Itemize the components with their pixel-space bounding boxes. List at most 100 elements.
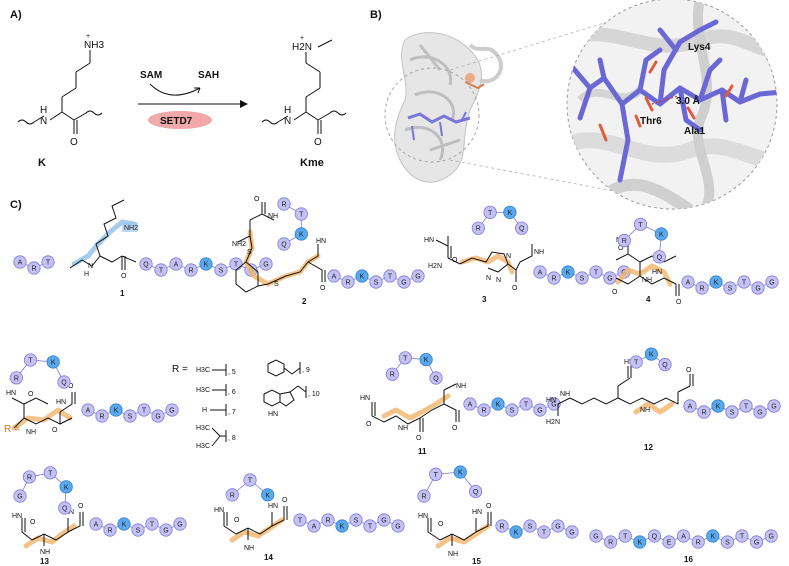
product-amine: H2N (292, 42, 312, 53)
residue-bead (633, 535, 647, 549)
residue-bead (277, 197, 291, 211)
residue-bead (697, 405, 711, 419)
residue-letter: K (508, 210, 513, 217)
residue-letter: T (403, 355, 408, 362)
r8-group-a: H3C (196, 425, 210, 432)
residue-letter: K (360, 274, 365, 281)
structure-view: 3.0 Å Lys4 Thr6 Ala1 (384, 0, 778, 210)
residue-letter: G (263, 262, 268, 269)
residue-letter: S (374, 280, 379, 287)
residue-letter: T (299, 212, 304, 219)
overview-sam (465, 73, 475, 83)
residue-bead (429, 467, 443, 481)
r9-benzyl: , 9 (267, 359, 310, 377)
residue-letter: G (551, 402, 556, 409)
residue-letter: K (299, 232, 304, 239)
residue-letter: S (219, 268, 224, 275)
residue-letter: S (528, 524, 533, 531)
residue-letter: T (248, 478, 253, 485)
residue-bead (397, 275, 411, 289)
residue-bead (505, 403, 519, 417)
r9-label: , 9 (302, 367, 310, 374)
residue-letter: E (667, 540, 672, 547)
residue-bead (706, 529, 720, 543)
residue-bead (767, 399, 781, 413)
residue-bead (355, 269, 369, 283)
residue-bead (618, 529, 632, 543)
residue-bead (503, 205, 517, 219)
residue-bead (22, 470, 36, 484)
c4-nh2: NH (642, 277, 652, 284)
residue-bead (735, 529, 749, 543)
residue-bead (753, 405, 767, 419)
residue-letter: R (696, 540, 701, 547)
residue-letter: A (688, 404, 693, 411)
residue-letter: R (608, 540, 613, 547)
residue-letter: A (86, 408, 91, 415)
c11-o3: O (452, 425, 458, 432)
c12-o: O (686, 367, 692, 374)
residue-bead (307, 519, 321, 533)
c11-o: O (366, 421, 372, 428)
backbone-link (283, 203, 302, 245)
residue-letter: G (395, 524, 400, 531)
residue-bead (137, 403, 151, 417)
residue-letter: Q (662, 362, 668, 369)
protein-overview (384, 32, 503, 183)
cofactor-sam: SAM (140, 70, 162, 81)
residue-bead (676, 529, 691, 543)
residue-bead (259, 257, 273, 271)
residue-letter: T (159, 268, 164, 275)
residue-bead (725, 405, 739, 419)
residue-letter: A (538, 270, 543, 277)
residue-letter: K (340, 524, 345, 531)
residue-bead (537, 525, 551, 539)
residue-letter: A (312, 524, 317, 531)
residue-lys4: Lys4 (688, 42, 711, 53)
reaction-scheme: N H O NH3 + K SAM SAH SETD7 (17, 33, 347, 169)
product-label: Kme (300, 157, 324, 169)
lysine-substrate: N H O NH3 + K (17, 33, 104, 169)
product-charge: + (300, 35, 304, 42)
c15-hn2: HN (472, 509, 482, 516)
methyllysine-product: N H O H2N + Kme (261, 35, 347, 169)
c2-hn: HN (316, 238, 326, 245)
panel-label-a: A) (10, 9, 22, 21)
residue-letter: R (14, 375, 19, 382)
residue-letter: K (114, 408, 119, 415)
atom-o-product: O (314, 137, 322, 148)
residue-letter: K (64, 484, 69, 491)
residue-letter: R (27, 474, 32, 481)
residue-bead (103, 523, 117, 537)
r10-label: , 10 (308, 391, 320, 398)
compound-14-loop: RTK (225, 473, 275, 502)
residue-bead (294, 227, 308, 241)
atom-h: H (40, 105, 47, 116)
residue-letter: R (325, 518, 330, 525)
residue-bead (43, 466, 57, 480)
residue-bead (154, 263, 168, 277)
residue-letter: R (701, 410, 706, 417)
residue-bead (469, 484, 483, 499)
residue-letter: R (107, 528, 112, 535)
label-compound-3: 3 (482, 295, 487, 304)
r7-label: , 7 (228, 409, 236, 416)
residue-bead (551, 519, 565, 533)
residue-bead (720, 535, 735, 549)
residue-letter: R (390, 372, 395, 379)
residue-letter: G (381, 518, 386, 525)
residue-letter: K (265, 492, 270, 499)
c1-h: H (84, 271, 89, 278)
c14-hn: HN (214, 507, 224, 514)
residue-bead (764, 529, 778, 543)
